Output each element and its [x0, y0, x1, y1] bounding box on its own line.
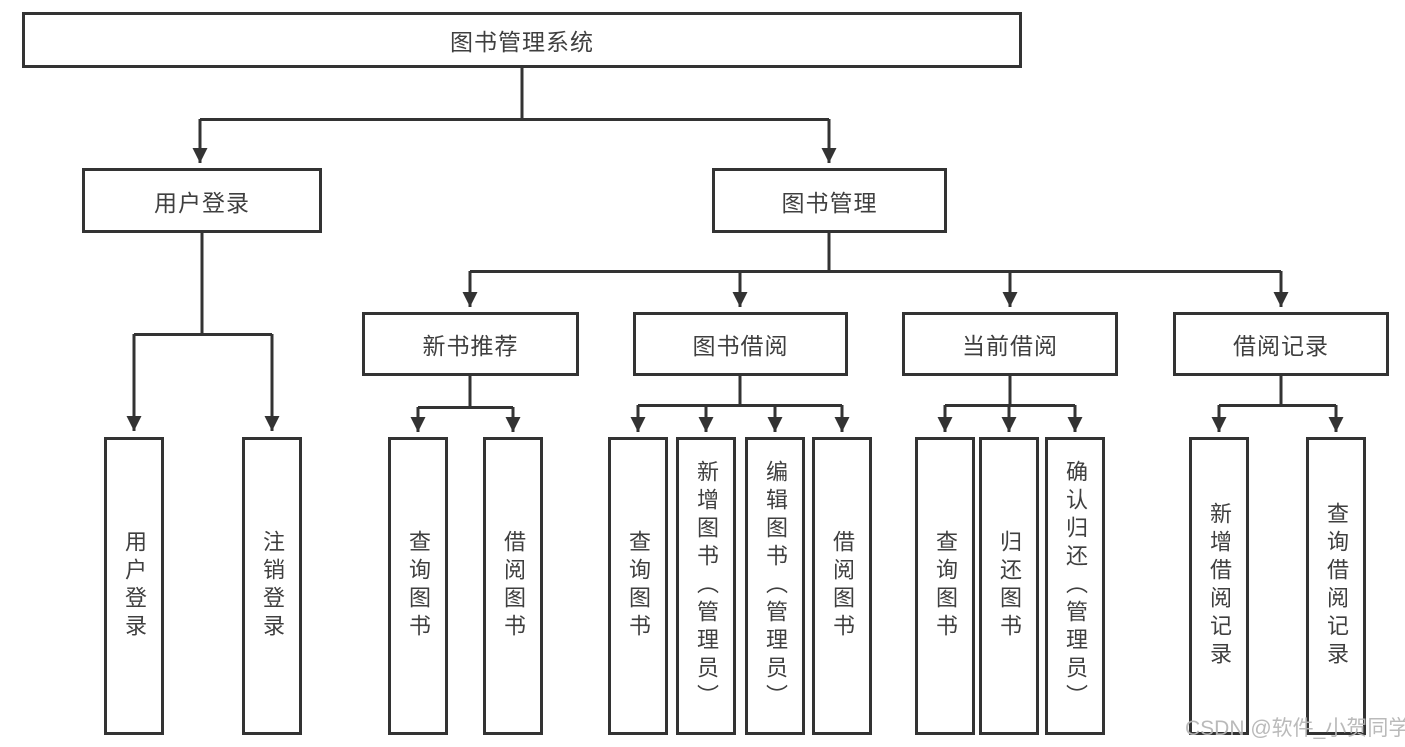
- leaf-borrow-books: 借阅图书: [812, 437, 872, 735]
- node-new-book-recommend: 新书推荐: [362, 312, 579, 376]
- connector-book-management: [462, 232, 1289, 307]
- leaf-label: 归还图书: [997, 530, 1022, 642]
- leaf-add-borrow-record: 新增借阅记录: [1189, 437, 1249, 735]
- connector-borrow-records: [1211, 375, 1344, 432]
- node-label: 图书管理系统: [450, 29, 594, 55]
- connector-new-book-recommend: [410, 375, 521, 432]
- leaf-confirm-return-admin: 确认归还（管理员）: [1045, 437, 1105, 735]
- node-label: 新书推荐: [422, 333, 519, 359]
- leaf-label: 用户登录: [122, 530, 147, 642]
- csdn-watermark: CSDN @软件_小贺同学: [1185, 717, 1405, 740]
- leaf-query-books-current: 查询图书: [915, 437, 975, 735]
- node-label: 图书借阅: [692, 333, 789, 359]
- leaf-borrow-books-recommend: 借阅图书: [483, 437, 543, 735]
- leaf-label: 查询借阅记录: [1324, 502, 1349, 670]
- node-label: 借阅记录: [1233, 333, 1329, 359]
- node-label: 用户登录: [154, 189, 250, 216]
- node-label: 图书管理: [781, 189, 878, 216]
- node-borrow-records: 借阅记录: [1173, 312, 1389, 376]
- leaf-label: 查询图书: [626, 530, 651, 642]
- leaf-label: 查询图书: [933, 530, 958, 642]
- leaf-query-borrow-record: 查询借阅记录: [1306, 437, 1366, 735]
- leaf-label: 注销登录: [260, 530, 285, 642]
- leaf-label: 借阅图书: [501, 530, 526, 642]
- connector-book-borrow: [630, 375, 850, 432]
- connector-current-borrow: [937, 375, 1083, 432]
- leaf-query-books-borrow: 查询图书: [608, 437, 668, 735]
- leaf-label: 借阅图书: [830, 530, 855, 642]
- leaf-label: 新增图书（管理员）: [694, 460, 719, 712]
- leaf-edit-books-admin: 编辑图书（管理员）: [745, 437, 805, 735]
- node-root: 图书管理系统: [22, 12, 1022, 68]
- leaf-label: 新增借阅记录: [1207, 502, 1232, 670]
- leaf-return-books: 归还图书: [979, 437, 1039, 735]
- connector-user-login: [126, 232, 280, 431]
- node-current-borrow: 当前借阅: [902, 312, 1118, 376]
- connector-root: [192, 67, 837, 163]
- leaf-logout: 注销登录: [242, 437, 302, 735]
- leaf-add-books-admin: 新增图书（管理员）: [676, 437, 736, 735]
- leaf-label: 确认归还（管理员）: [1063, 460, 1088, 712]
- leaf-user-login: 用户登录: [104, 437, 164, 735]
- leaf-query-books-recommend: 查询图书: [388, 437, 448, 735]
- node-book-borrow: 图书借阅: [633, 312, 848, 376]
- node-user-login: 用户登录: [82, 168, 322, 233]
- leaf-label: 查询图书: [406, 530, 431, 642]
- node-book-management: 图书管理: [712, 168, 947, 233]
- leaf-label: 编辑图书（管理员）: [763, 460, 788, 712]
- node-label: 当前借阅: [962, 333, 1058, 359]
